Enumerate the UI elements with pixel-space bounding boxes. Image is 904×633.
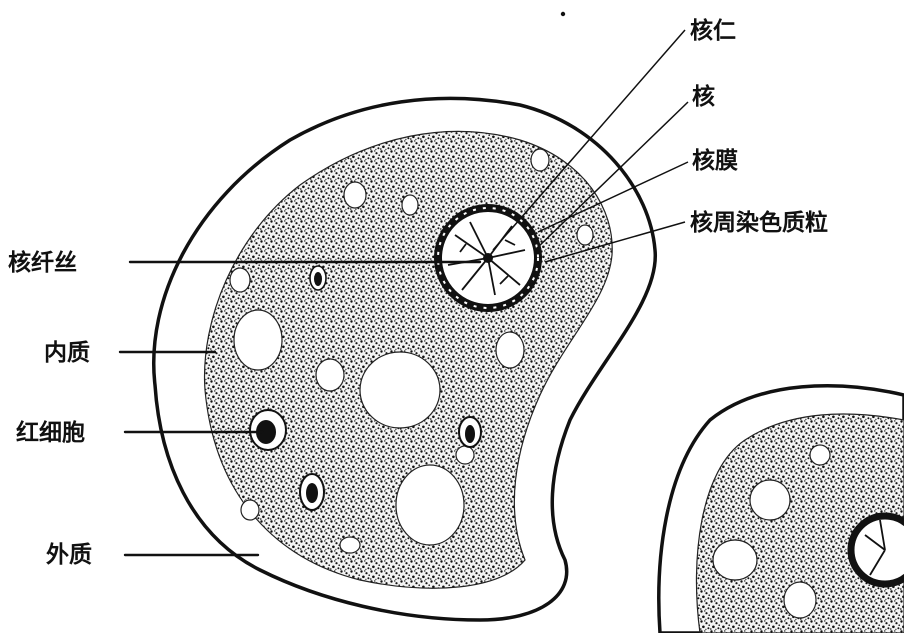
- vacuole: [577, 225, 593, 245]
- label-ectoplasm: 外质: [46, 541, 92, 568]
- vacuole: [750, 480, 790, 520]
- vacuole: [230, 268, 250, 292]
- nucleus: [438, 208, 538, 308]
- label-endoplasm: 内质: [44, 340, 90, 366]
- vacuole: [340, 537, 360, 553]
- vacuole: [784, 582, 816, 618]
- vacuole: [496, 332, 524, 368]
- vacuole: [360, 352, 440, 428]
- red-blood-cell-core: [314, 272, 322, 286]
- adjacent-cell: [659, 386, 904, 633]
- label-nucleus: 核: [692, 83, 715, 110]
- vacuole: [713, 540, 757, 580]
- vacuole: [531, 149, 549, 171]
- red-blood-cell-core: [306, 483, 318, 503]
- vacuole: [456, 446, 474, 464]
- vacuole: [344, 182, 366, 208]
- label-nuclear-fibrils: 核纤丝: [8, 249, 77, 276]
- vacuole: [402, 195, 418, 215]
- label-red-blood-cell: 红细胞: [16, 419, 85, 446]
- nucleolus: [483, 253, 493, 263]
- label-nucleolus: 核仁: [690, 17, 736, 44]
- vacuole: [316, 359, 344, 391]
- vacuole: [234, 310, 282, 370]
- vacuole: [396, 465, 464, 545]
- vacuole: [810, 445, 830, 465]
- vacuole: [241, 500, 259, 520]
- red-blood-cell-core: [465, 425, 475, 443]
- label-nuclear-membrane: 核膜: [692, 147, 738, 174]
- speck: [561, 12, 565, 16]
- adjacent-nucleus: [851, 516, 904, 584]
- label-perinuclear-chromatin: 核周染色质粒: [690, 209, 828, 236]
